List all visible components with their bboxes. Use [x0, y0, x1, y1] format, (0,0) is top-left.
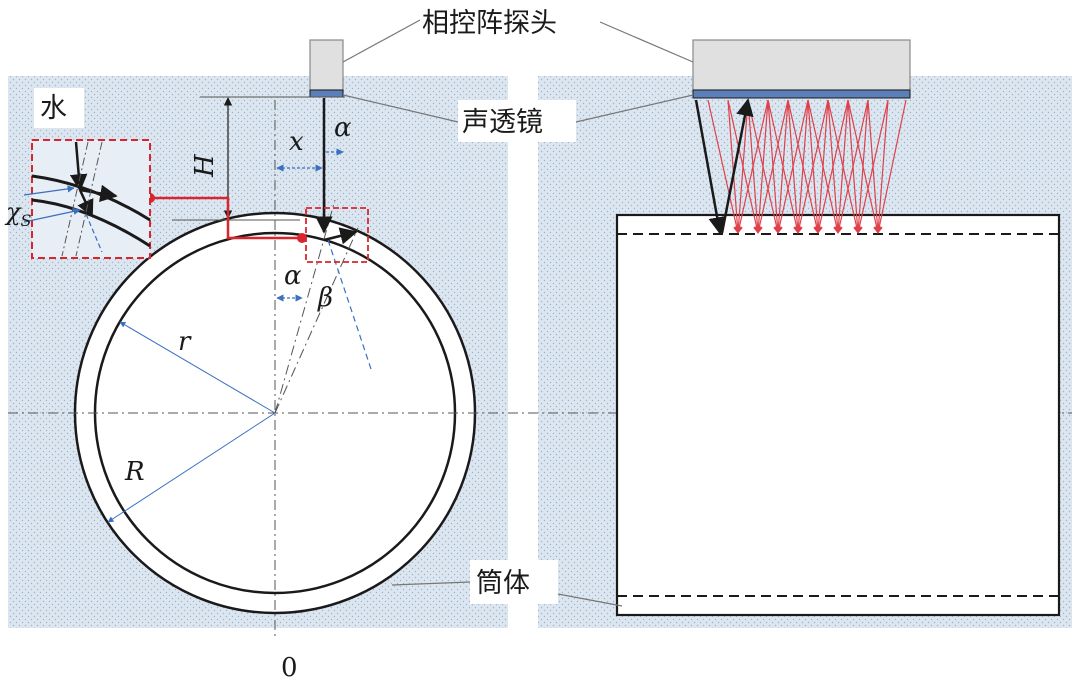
- origin-label: 0: [281, 653, 298, 683]
- beam-ray: [754, 99, 769, 234]
- beam-black-reflected: [720, 98, 754, 234]
- beam-ray: [815, 99, 849, 234]
- symbol-beta: β: [317, 283, 333, 313]
- symbol-R: R: [124, 457, 145, 487]
- beam-ray: [707, 99, 741, 234]
- beam-ray: [735, 99, 769, 234]
- left-probe: [309, 39, 344, 98]
- symbol-chi: χS: [4, 198, 32, 230]
- beam-ray: [755, 99, 789, 234]
- beam-ray: [855, 99, 889, 234]
- beam-ray: [834, 99, 849, 234]
- lens-label: 声透镜: [462, 107, 543, 138]
- beam-ray: [875, 99, 907, 234]
- beam-ray: [874, 99, 889, 234]
- inset-zoom: [23, 139, 151, 259]
- symbol-H: H: [190, 153, 220, 178]
- beam-ray: [794, 99, 809, 234]
- symbol-r: r: [178, 327, 192, 357]
- beam-ray: [774, 99, 789, 234]
- water-label: 水: [40, 93, 67, 124]
- cylinder-label: 筒体: [476, 568, 530, 599]
- symbol-alpha-bottom: α: [284, 261, 302, 291]
- right-probe: [692, 39, 911, 99]
- beam-ray: [795, 99, 829, 234]
- beam-ray: [734, 99, 749, 234]
- symbol-alpha-top: α: [334, 113, 352, 143]
- probe-label: 相控阵探头: [422, 8, 557, 39]
- beam-ray: [775, 99, 809, 234]
- beam-ray: [854, 99, 869, 234]
- symbol-x: x: [289, 127, 304, 157]
- incidence-normal-lines: [274, 199, 359, 414]
- cylinder-longitudinal-section: [615, 213, 1061, 617]
- beam-ray: [727, 99, 742, 234]
- beam-ray: [835, 99, 869, 234]
- leader-lines: [342, 19, 694, 607]
- beam-fan: [707, 99, 907, 234]
- beam-ray: [814, 99, 829, 234]
- refraction-arrow: [323, 227, 358, 245]
- radius-lines: [107, 321, 276, 523]
- beam-black-incident: [694, 99, 726, 235]
- zoom-highlight: [145, 193, 369, 263]
